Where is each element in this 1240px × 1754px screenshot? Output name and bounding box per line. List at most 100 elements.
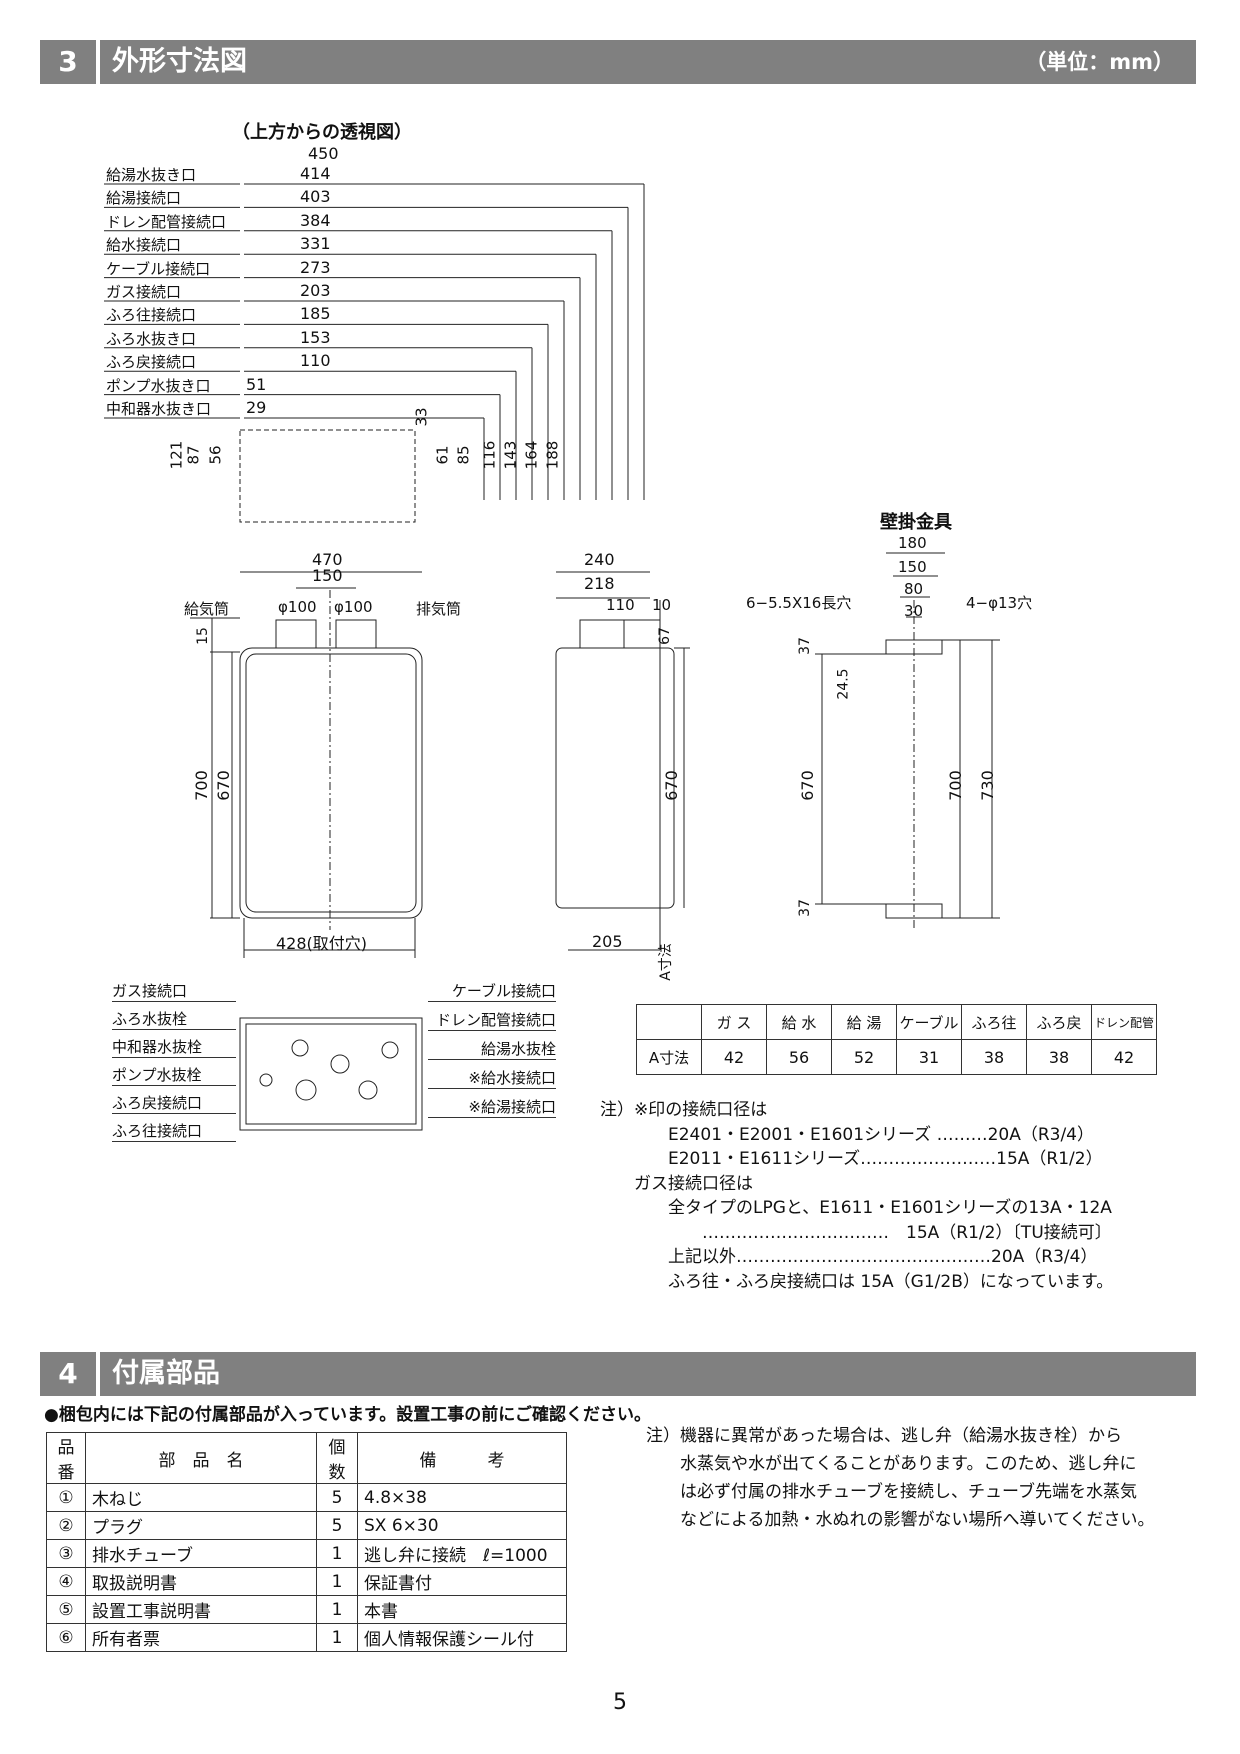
- top-view-row-value: 403: [300, 187, 331, 207]
- part-number: ②: [46, 1511, 86, 1540]
- bottom-view-right-label: ドレン配管接続口: [428, 1009, 556, 1031]
- bottom-view-right-label: ※給水接続口: [428, 1067, 556, 1089]
- bracket-slot-label: 6−5.5X16長穴: [746, 594, 852, 612]
- front-mount-holes: 428(取付穴): [276, 934, 368, 953]
- part-name: 取扱説明書: [85, 1567, 317, 1596]
- top-view-right-dim: 164: [522, 440, 541, 470]
- bottom-view-left-label: ふろ往接続口: [112, 1120, 236, 1142]
- side-depth: 240: [584, 550, 615, 569]
- top-view-row-label: 給水接続口: [106, 236, 182, 255]
- top-view-overall: 450: [308, 144, 339, 163]
- top-view-row-label: ふろ水抜き口: [106, 329, 197, 348]
- connection-note-line: 全タイプのLPGと、E1611・E1601シリーズの13A・12A: [600, 1198, 1112, 1218]
- a-table-value-cell: 42: [1091, 1039, 1157, 1075]
- parts-header-qty: 個数: [316, 1432, 358, 1484]
- top-view-row-value: 110: [300, 351, 331, 371]
- connection-note-line: ふろ往・ふろ戻接続口は 15A（G1/2B）になっています。: [600, 1271, 1114, 1292]
- part-number: ①: [46, 1483, 86, 1512]
- side-d67: 67: [656, 627, 673, 645]
- dimension-drawings: [104, 183, 1000, 1131]
- a-table-header-cell: ドレン配管: [1091, 1004, 1157, 1040]
- connection-note-line: 注）※印の接続口径は: [600, 1100, 768, 1120]
- top-view-right-dim: 85: [454, 445, 473, 465]
- front-height-total: 700: [191, 770, 211, 801]
- duct-left-dia: φ100: [278, 598, 317, 616]
- part-number: ④: [46, 1567, 86, 1596]
- bottom-view-left-label: ポンプ水抜栓: [112, 1064, 236, 1086]
- bottom-view-right-label: ケーブル接続口: [428, 980, 556, 1002]
- bracket-v700: 700: [945, 770, 965, 801]
- part-note: SX 6×30: [357, 1511, 567, 1540]
- parts-header-note: 備 考: [357, 1432, 567, 1484]
- top-view-right-dim: 116: [480, 440, 499, 470]
- top-view-left-dim: 56: [206, 445, 225, 465]
- side-height: 670: [661, 770, 681, 801]
- top-view-row-value: 185: [300, 304, 331, 324]
- top-view-row-label: ふろ往接続口: [106, 306, 197, 325]
- a-table-header-row: ガ ス給 水給 湯ケーブルふろ往ふろ戻ドレン配管: [636, 1004, 1157, 1040]
- relief-note-line: は必ず付属の排水チューブを接続し、チューブ先端を水蒸気: [646, 1482, 1137, 1502]
- top-view-left-dim: 87: [184, 445, 203, 465]
- parts-intro: ●梱包内には下記の付属部品が入っています。設置工事の前にご確認ください。: [44, 1405, 651, 1425]
- part-name: 木ねじ: [85, 1483, 317, 1512]
- a-table-row-label: A寸法: [636, 1039, 702, 1075]
- bracket-v37a: 37: [796, 637, 813, 655]
- top-view-right-dim: 61: [433, 445, 452, 465]
- connection-note-line: 上記以外………………………………………20A（R3/4）: [600, 1247, 1098, 1267]
- relief-note-line: などによる加熱・水ぬれの影響がない場所へ導いてください。: [646, 1510, 1155, 1530]
- section-4-header: 4 付属部品: [40, 1352, 1196, 1396]
- bottom-view-left-label: ふろ水抜栓: [112, 1008, 236, 1030]
- parts-header-no: 品番: [46, 1432, 86, 1484]
- bottom-view-left-label: ガス接続口: [112, 980, 236, 1002]
- part-quantity: 5: [316, 1483, 358, 1512]
- bracket-w150: 150: [898, 558, 927, 576]
- a-table-value-cell: 56: [766, 1039, 832, 1075]
- side-bottom: 205: [592, 932, 623, 951]
- part-name: 設置工事説明書: [85, 1595, 317, 1624]
- connection-note-line: E2401・E2001・E1601シリーズ ………20A（R3/4）: [600, 1124, 1095, 1145]
- top-view-row-value: 384: [300, 210, 331, 230]
- relief-note-line: 注）機器に異常があった場合は、逃し弁（給湯水抜き栓）から: [646, 1426, 1122, 1446]
- top-view-row-value: 29: [246, 398, 267, 417]
- bottom-view-right-label: 給湯水抜栓: [428, 1038, 556, 1060]
- part-note: 逃し弁に接続 ℓ=1000: [357, 1539, 567, 1568]
- bracket-hole-label: 4−φ13穴: [966, 594, 1033, 612]
- part-number: ⑥: [46, 1623, 86, 1652]
- side-d110: 110: [606, 596, 635, 614]
- part-number: ③: [46, 1539, 86, 1568]
- page-number: 5: [613, 1690, 627, 1715]
- part-note: 個人情報保護シール付: [357, 1623, 567, 1652]
- a-table-header-cell: 給 水: [766, 1004, 832, 1040]
- part-quantity: 1: [316, 1567, 358, 1596]
- a-table-value-cell: 31: [896, 1039, 962, 1075]
- top-view-row-value: 273: [300, 257, 331, 277]
- bottom-view-left-label: ふろ戻接続口: [112, 1092, 236, 1114]
- part-name: 所有者票: [85, 1623, 317, 1652]
- a-table-value-cell: 42: [701, 1039, 767, 1075]
- top-view-row-value: 203: [300, 281, 331, 300]
- top-view-row-label: 給湯水抜き口: [106, 166, 197, 184]
- part-note: 保証書付: [357, 1567, 567, 1596]
- section-number: 3: [40, 40, 100, 84]
- part-quantity: 1: [316, 1595, 358, 1624]
- duct-right-dia: φ100: [334, 598, 373, 616]
- top-view-row-label: ドレン配管接続口: [106, 212, 227, 231]
- part-name: 排水チューブ: [85, 1539, 317, 1568]
- top-view-row-value: 153: [300, 327, 331, 347]
- top-view-row-value: 414: [300, 164, 331, 183]
- top-view-right-dim: 33: [412, 407, 431, 427]
- bracket-v37b: 37: [796, 899, 813, 917]
- a-table-value-cell: 38: [961, 1039, 1027, 1075]
- part-quantity: 1: [316, 1539, 358, 1568]
- front-width: 470: [312, 550, 343, 569]
- part-note: 本書: [357, 1595, 567, 1624]
- top-view-title: （上方からの透視図）: [232, 122, 412, 143]
- relief-note-line: 水蒸気や水が出てくることがあります。このため、逃し弁に: [646, 1454, 1137, 1474]
- front-top-gap: 15: [194, 627, 211, 645]
